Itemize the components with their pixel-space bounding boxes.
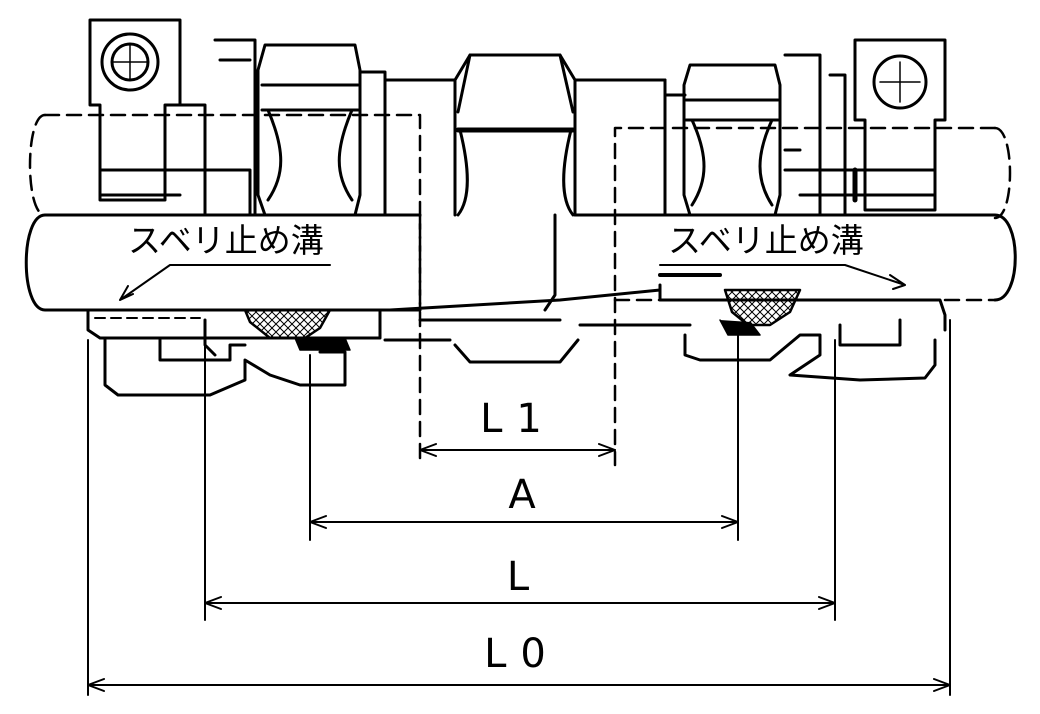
dimension-l-label: L [507,554,530,600]
dimension-extension-lines [87,319,951,696]
groove-label-left: スベリ止め溝 [128,221,324,260]
right-packing [719,288,802,336]
right-groove-arrow [659,264,906,290]
groove-label-right: スベリ止め溝 [668,221,864,260]
right-nut [663,63,782,217]
dimension-a-line [309,515,739,529]
dimension-l-line [204,596,836,610]
dimension-l1-label: L1 [480,396,556,442]
right-clamp-bolt [783,38,947,217]
left-pipe-body [24,213,422,312]
left-groove-arrow [119,264,331,301]
dimension-l0-label: L0 [484,631,560,677]
dimension-l1-line [419,443,616,457]
dimension-l0-line [87,678,951,692]
left-pipe-upper-dashed [28,113,422,467]
left-nut [256,43,387,217]
center-union-body [383,53,692,364]
right-pipe-body [573,213,1017,302]
dimension-a-label: A [508,472,536,518]
left-sleeve-lower [86,308,382,397]
left-clamp-bolt [88,18,257,217]
right-sleeve-lower [658,273,947,382]
left-packing [243,308,351,351]
